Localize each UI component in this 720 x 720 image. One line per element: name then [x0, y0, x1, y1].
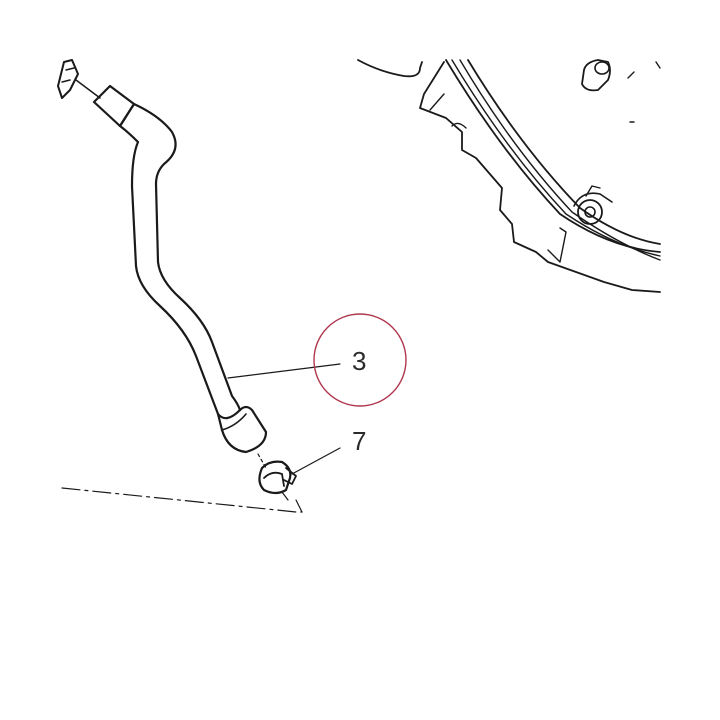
- highlight-circle: [313, 313, 407, 407]
- callout-3-label: 3: [352, 346, 366, 376]
- center-line: [61, 487, 303, 513]
- callout-7[interactable]: 7: [291, 426, 366, 475]
- hose-end-fitting-top: [57, 59, 101, 99]
- hose-part-3: [92, 84, 268, 454]
- engine-housing: [357, 59, 661, 293]
- callout-3-leader: [227, 363, 341, 379]
- callout-3[interactable]: 3: [227, 313, 407, 407]
- callout-7-label: 7: [352, 426, 366, 456]
- clamp-part-7: [257, 453, 297, 501]
- callout-7-leader: [291, 447, 341, 475]
